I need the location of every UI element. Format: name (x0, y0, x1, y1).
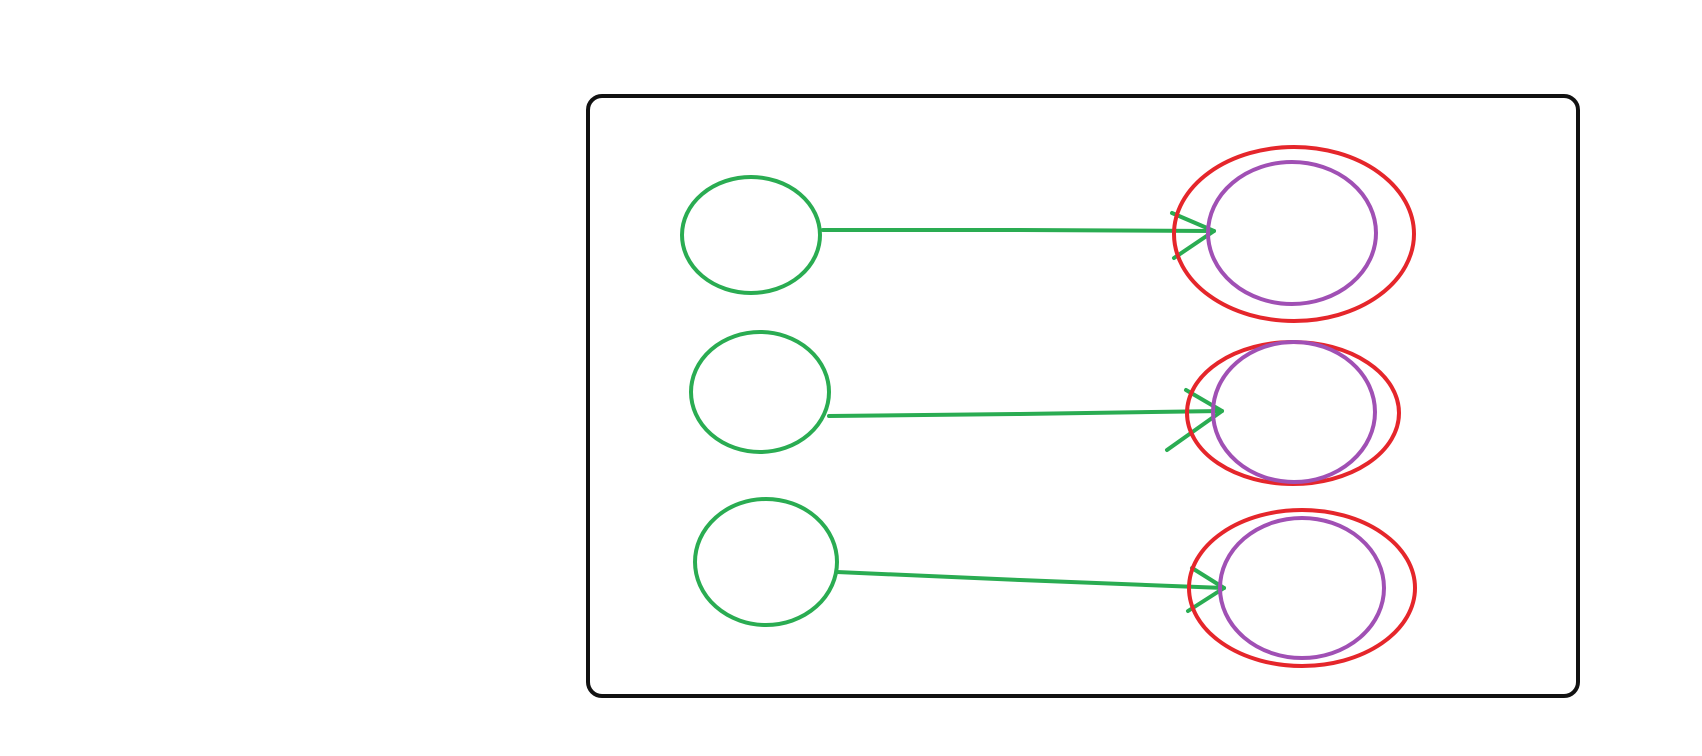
source-node-1 (680, 175, 822, 295)
target-outer-node-1 (1172, 145, 1416, 323)
target-inner-node-3 (1218, 516, 1386, 660)
diagram-row-3 (693, 497, 1417, 668)
source-node-2 (689, 330, 831, 454)
arrow-head-1 (1170, 211, 1216, 260)
mapping-arrow-3 (835, 570, 1226, 590)
mapping-arrow-1 (821, 228, 1216, 233)
diagram-frame (586, 94, 1580, 698)
diagram-row-2 (689, 330, 1401, 486)
target-inner-node-1 (1206, 160, 1378, 306)
arrow-head-2 (1165, 388, 1224, 452)
arrow-head-3 (1186, 566, 1226, 613)
source-node-3 (693, 497, 839, 627)
target-outer-node-3 (1187, 508, 1417, 668)
target-inner-node-2 (1211, 340, 1377, 484)
diagram-row-1 (680, 145, 1416, 323)
mapping-arrow-2 (827, 409, 1224, 418)
